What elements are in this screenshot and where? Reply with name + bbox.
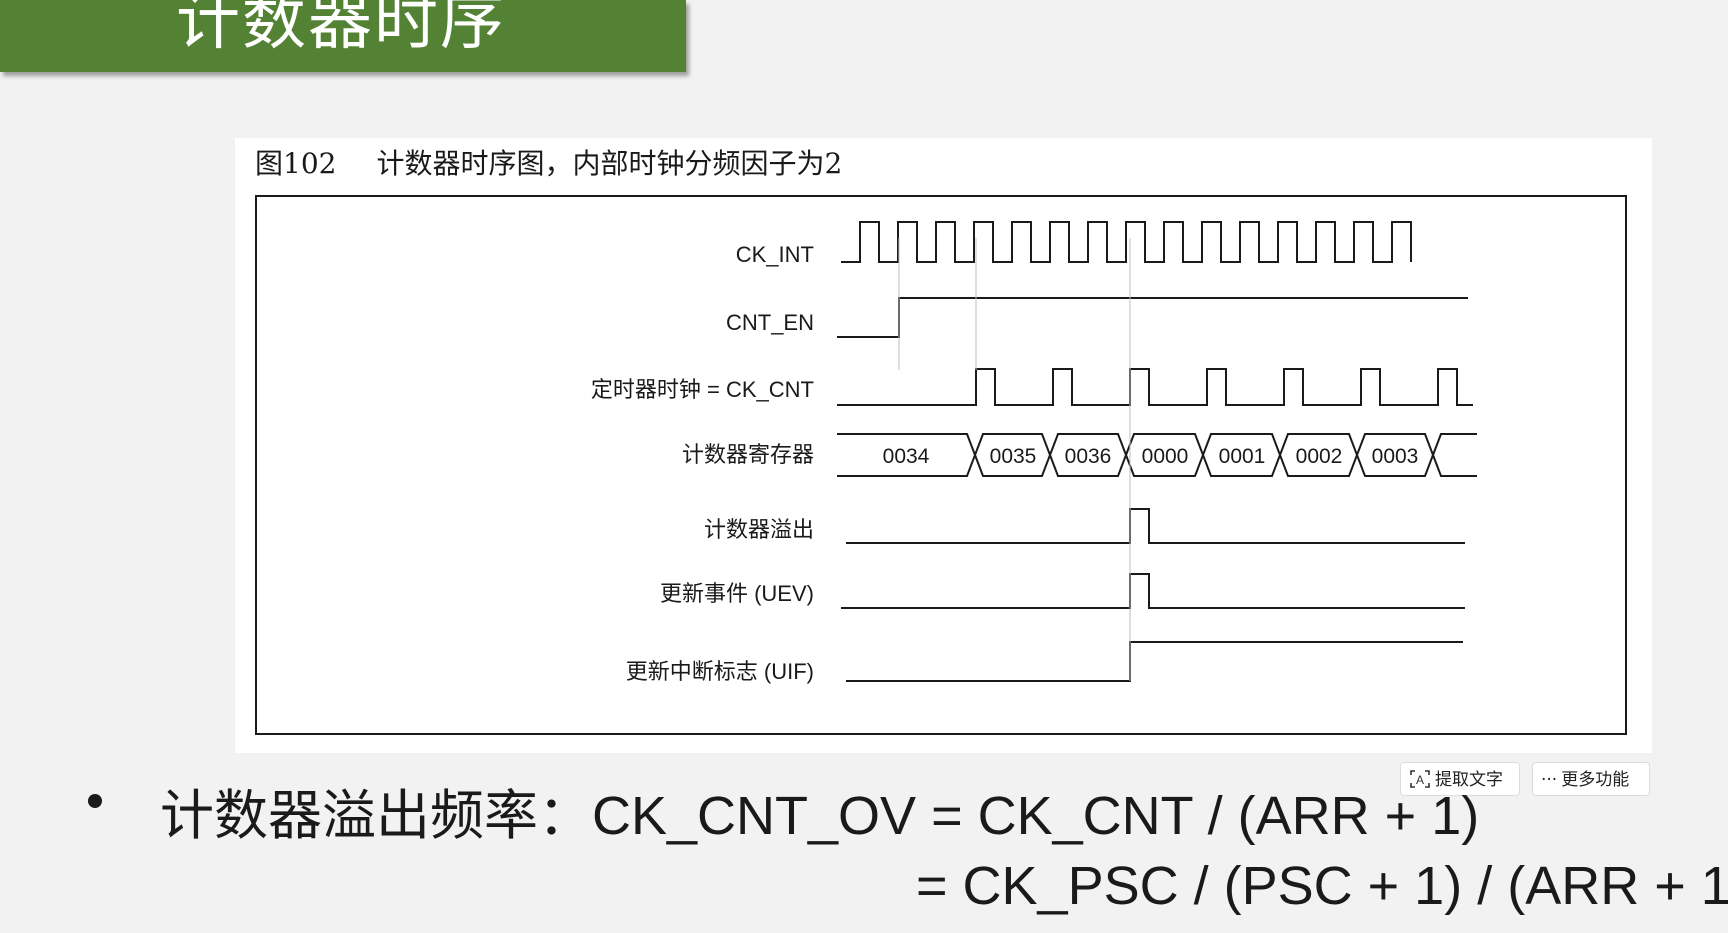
register-value: 0035: [990, 445, 1037, 468]
formula-expression-1: CK_CNT_OV = CK_CNT / (ARR + 1): [592, 786, 1480, 846]
more-dots-icon: ···: [1541, 770, 1558, 790]
timing-diagram: CK_INT CNT_EN 定时器时钟 = CK_CNT 计数器寄存器 计数器溢…: [255, 195, 1627, 735]
svg-text:A: A: [1416, 773, 1424, 787]
waveform-timer-clock: [837, 368, 1473, 406]
text-scan-icon: A: [1409, 763, 1431, 797]
diagram-frame: [255, 195, 1627, 735]
formula-line-2: = CK_PSC / (PSC + 1) / (ARR + 1): [916, 848, 1728, 924]
label-ck-int: CK_INT: [736, 242, 814, 267]
timing-figure-panel: 图102 计数器时序图，内部时钟分频因子为2 CK_INT CNT_EN 定时器时…: [235, 138, 1652, 753]
formula-line-1: 计数器溢出频率：CK_CNT_OV = CK_CNT / (ARR + 1): [160, 778, 1479, 854]
label-update-interrupt-flag: 更新中断标志 (UIF): [626, 659, 814, 684]
waveform-counter-overflow: [846, 508, 1465, 544]
register-value: 0034: [883, 445, 930, 468]
register-value: 0001: [1219, 445, 1266, 468]
register-value: 0003: [1372, 445, 1419, 468]
extract-text-button[interactable]: A 提取文字: [1400, 762, 1520, 796]
register-value: 0036: [1065, 445, 1112, 468]
waveform-counter-register: [837, 433, 1477, 477]
formula-expression-2: = CK_PSC / (PSC + 1) / (ARR + 1): [916, 856, 1728, 916]
waveform-ck-int: [841, 221, 1412, 263]
slide-title: 计数器时序: [176, 0, 506, 59]
extract-text-label: 提取文字: [1435, 770, 1503, 790]
waveform-cnt-en: [837, 297, 1468, 338]
more-functions-label: 更多功能: [1561, 770, 1630, 790]
waveform-update-event: [841, 573, 1465, 609]
register-value: 0002: [1296, 445, 1343, 468]
slide-title-bar: 计数器时序: [0, 0, 686, 72]
label-counter-overflow: 计数器溢出: [704, 517, 814, 542]
figure-caption: 图102 计数器时序图，内部时钟分频因子为2: [255, 144, 842, 184]
label-counter-register: 计数器寄存器: [682, 442, 814, 467]
label-cnt-en: CNT_EN: [726, 310, 814, 335]
more-functions-button[interactable]: ···更多功能: [1532, 762, 1650, 796]
label-update-event: 更新事件 (UEV): [660, 581, 814, 606]
register-value: 0000: [1142, 445, 1189, 468]
label-timer-clock: 定时器时钟 = CK_CNT: [591, 377, 814, 402]
figure-caption-number: 图102: [255, 147, 337, 180]
bullet-point: [88, 794, 102, 808]
figure-caption-text: 计数器时序图，内部时钟分频因子为2: [376, 147, 843, 180]
formula-label: 计数器溢出频率：: [160, 784, 592, 847]
waveform-update-interrupt-flag: [846, 641, 1463, 682]
